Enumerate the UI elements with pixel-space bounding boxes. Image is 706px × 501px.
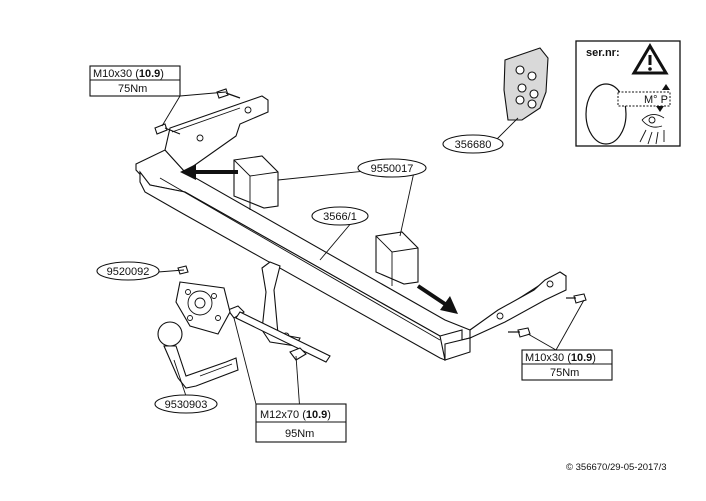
crossbar-beam [135,149,568,361]
serial-title: ser.nr: [586,47,620,59]
svg-text:M12x70 (10.9): M12x70 (10.9) [260,409,331,421]
label-flange-plate: 9520092 [96,261,160,281]
svg-text:356680: 356680 [455,139,492,151]
label-bolt-bottom: M12x70 (10.9) 95Nm [255,403,347,443]
copyright-text: © 356670/29-05-2017/3 [566,462,667,473]
bolt-right-lower [508,327,531,338]
svg-text:9530903: 9530903 [165,399,208,411]
svg-text:95Nm: 95Nm [285,428,314,440]
left-bracket [164,95,269,173]
bolt-right-upper [566,293,587,304]
arrow-left [180,164,238,180]
label-towball: 9530903 [154,394,218,414]
svg-text:M10x30 (10.9): M10x30 (10.9) [93,68,164,80]
label-bolt-top: M10x30 (10.9) 75Nm [89,65,181,97]
svg-text:3566/1: 3566/1 [323,211,357,223]
label-detail-part: 356680 [442,134,504,154]
label-crossbar: 3566/1 [311,206,369,226]
svg-text:9550017: 9550017 [371,163,414,175]
package-box-top [233,155,279,210]
serial-plate [617,91,671,107]
leader-lines [157,91,585,413]
svg-text:9520092: 9520092 [107,266,150,278]
warning-triangle-icon [631,43,669,75]
right-bracket [469,271,567,339]
svg-text:M10x30 (10.9): M10x30 (10.9) [525,352,596,364]
arrow-right [416,284,458,314]
towball [157,321,239,389]
serial-number-box: ser.nr: M° P [575,40,681,147]
svg-text:M° P: M° P [644,94,668,106]
package-box-bottom [375,231,419,286]
svg-text:75Nm: 75Nm [118,83,147,95]
bolt-m12-long [227,305,331,363]
flange-plate [175,265,231,335]
detail-part-bolts [503,47,549,121]
label-kit-id: 9550017 [357,158,427,178]
bolt-top-right [216,88,241,99]
towball-head-outline [585,83,627,145]
label-bolt-right: M10x30 (10.9) 75Nm [521,349,613,381]
eye-icon [639,114,665,145]
svg-text:75Nm: 75Nm [550,367,579,379]
bolt-top-left [154,123,181,135]
